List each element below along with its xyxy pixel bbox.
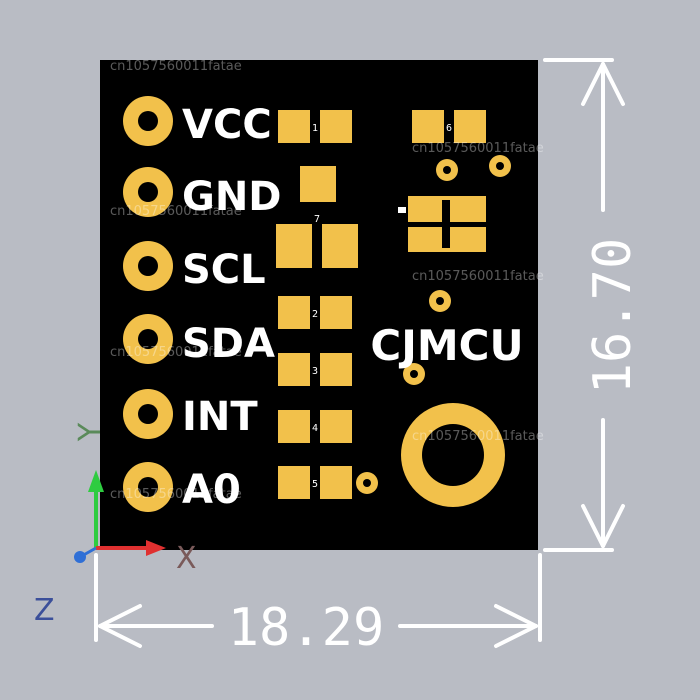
pin-label-int: INT xyxy=(182,394,258,440)
watermark-text: cn1057560011fatae xyxy=(110,487,242,502)
axis-y-arrow-icon xyxy=(88,470,104,492)
via xyxy=(436,159,458,181)
via xyxy=(356,472,378,494)
mounting-hole xyxy=(401,403,505,507)
axis-label-x: X xyxy=(176,541,197,576)
watermark-text: cn1057560011fatae xyxy=(110,345,242,360)
pin-label-scl: SCL xyxy=(182,247,266,293)
pin-pad-vcc xyxy=(123,96,173,146)
pin-pad-gnd xyxy=(123,167,173,217)
smd-pad-pair-4 xyxy=(278,410,352,443)
resistor-label: 7 xyxy=(314,214,320,225)
via xyxy=(429,290,451,312)
pin-label-gnd: GND xyxy=(182,174,282,220)
resistor-label: 1 xyxy=(312,123,318,134)
via xyxy=(489,155,511,177)
pin-header xyxy=(123,96,173,512)
axis-label-y: Y xyxy=(73,422,108,442)
resistor-label: 4 xyxy=(312,423,318,434)
axes-gizmo xyxy=(74,470,166,563)
resistor-label: 3 xyxy=(312,366,318,377)
resistor-label: 6 xyxy=(446,123,452,134)
smd-pad-pair-2 xyxy=(278,296,352,329)
axis-x-arrow-icon xyxy=(146,540,166,556)
axis-label-z: Z xyxy=(34,593,55,628)
pin-label-sda: SDA xyxy=(182,321,275,367)
pin-label-a0: A0 xyxy=(182,467,241,513)
resistor-label: 5 xyxy=(312,479,318,490)
pin-pad-a0 xyxy=(123,462,173,512)
brand-label: CJMCU xyxy=(370,321,523,370)
smd-pad-pair-5 xyxy=(278,466,352,499)
height-value: 16.70 xyxy=(583,238,643,395)
pin-label-vcc: VCC xyxy=(182,102,272,148)
watermark-text: cn1057560011fatae xyxy=(412,141,544,156)
pin-pad-int xyxy=(123,389,173,439)
smd-pad-pair-3 xyxy=(278,353,352,386)
height-dimension xyxy=(543,58,625,552)
width-dimension xyxy=(94,553,542,648)
smd-pad-pair-top-right xyxy=(412,110,486,143)
watermark-text: cn1057560011fatae xyxy=(110,204,242,219)
resistor-label: 2 xyxy=(312,309,318,320)
sensor-ic-footprint xyxy=(398,196,486,252)
via xyxy=(403,363,425,385)
pin-pad-sda xyxy=(123,314,173,364)
pin-pad-scl xyxy=(123,241,173,291)
width-value: 18.29 xyxy=(228,598,385,658)
smd-pad-pair-1 xyxy=(278,110,352,143)
smd-regulator-pads xyxy=(276,166,358,268)
watermark-text: cn1057560011fatae xyxy=(412,429,544,444)
watermark-text: cn1057560011fatae xyxy=(412,269,544,284)
watermark-text: cn1057560011fatae xyxy=(110,59,242,74)
